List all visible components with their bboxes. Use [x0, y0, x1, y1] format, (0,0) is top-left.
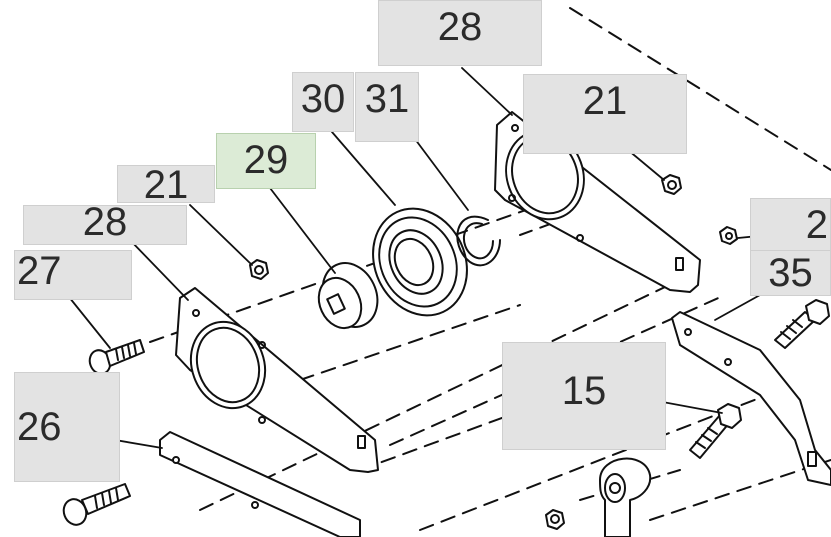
hex-nuts — [249, 174, 738, 530]
callout-label: 15 — [561, 369, 607, 413]
callout-29[interactable]: 29 — [216, 133, 316, 189]
callout-label: 31 — [364, 77, 410, 121]
bracket — [671, 311, 831, 486]
callout-label: 29 — [243, 138, 289, 182]
callout-15[interactable]: 15 — [502, 342, 666, 450]
collar-hub — [317, 262, 379, 330]
carriage-bolt-upper — [88, 339, 145, 375]
callout-label: 35 — [768, 251, 813, 295]
callout-label: 30 — [300, 77, 346, 121]
hex-bolt-right — [774, 299, 830, 349]
callout-label: 27 — [17, 249, 62, 293]
bearing — [372, 207, 468, 317]
carriage-bolt-lower — [62, 483, 131, 526]
callout-label: 28 — [437, 5, 483, 49]
callout-26[interactable]: 26 — [14, 372, 120, 482]
hex-bolt — [689, 403, 742, 459]
mounting-plate-left — [175, 287, 379, 473]
callout-label: 21 — [582, 79, 628, 123]
callout-31[interactable]: 31 — [355, 72, 419, 142]
callout-label: 26 — [17, 405, 62, 449]
callout-27[interactable]: 27 — [14, 250, 132, 300]
callout-28-top[interactable]: 28 — [378, 0, 542, 66]
callout-label: 2 — [805, 203, 828, 247]
callout-35[interactable]: 35 — [750, 250, 831, 296]
link-arm — [599, 457, 652, 537]
snap-ring — [456, 215, 501, 267]
callout-label: 21 — [143, 163, 189, 207]
callout-28-left[interactable]: 28 — [23, 200, 187, 245]
callout-label: 28 — [82, 200, 128, 244]
callout-30[interactable]: 30 — [292, 72, 354, 132]
callout-21-left[interactable]: 21 — [117, 163, 215, 207]
strap — [159, 431, 361, 537]
callout-21-right[interactable]: 21 — [523, 74, 687, 154]
